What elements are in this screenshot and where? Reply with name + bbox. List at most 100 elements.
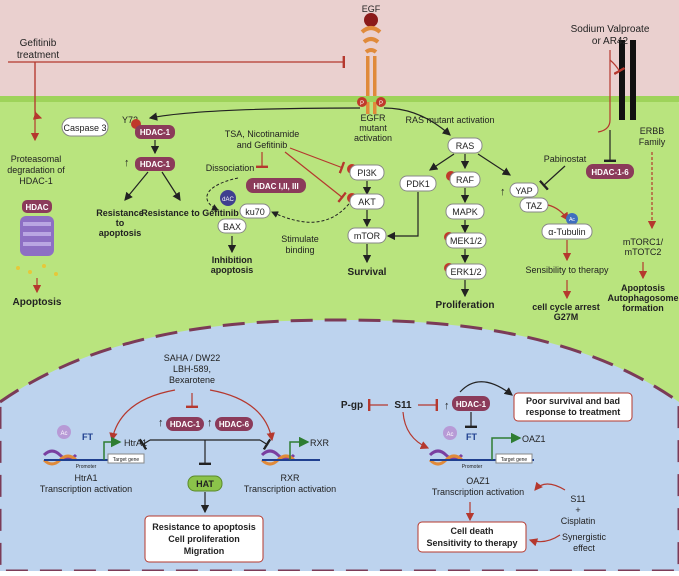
pdk1-box	[399, 175, 437, 192]
svg-text:HDAC: HDAC	[25, 203, 48, 212]
ft-label: FT	[82, 432, 93, 442]
target-gene-box	[107, 453, 145, 464]
svg-text:HDAC-1: HDAC-1	[140, 160, 171, 169]
sensibility-label: Sensibility to therapy	[525, 265, 609, 275]
svg-text:HDAC-1: HDAC-1	[456, 400, 487, 409]
svg-text:HAT: HAT	[196, 479, 214, 489]
svg-text:↑: ↑	[444, 400, 450, 412]
apoptosis-label: Apoptosis	[13, 297, 62, 308]
proliferation-label: Proliferation	[436, 300, 495, 311]
erbb-receptor-icon	[619, 40, 625, 120]
ku70-box	[239, 203, 271, 219]
poor-survival-box	[513, 392, 633, 422]
svg-text:Target gene: Target gene	[113, 457, 140, 463]
dac-icon	[220, 190, 236, 206]
svg-text:Ac: Ac	[569, 217, 575, 223]
svg-text:mTOR: mTOR	[354, 231, 381, 241]
y72-label: Y72	[122, 115, 138, 125]
htra1-label: HtrA1	[124, 438, 147, 448]
mtor-box	[347, 227, 387, 244]
svg-text:PDK1: PDK1	[406, 179, 430, 189]
outcome-box-left	[144, 515, 264, 563]
ras-box	[447, 137, 483, 154]
svg-text:dAC: dAC	[222, 197, 234, 203]
svg-text:ku70: ku70	[245, 207, 265, 217]
target-gene-box	[495, 453, 533, 464]
egfr-receptor-icon	[357, 13, 386, 114]
hdac6-badge	[215, 417, 253, 431]
hdac1-badge	[166, 417, 204, 431]
svg-text:ERK1/2: ERK1/2	[450, 267, 481, 277]
svg-text:HDAC I,II, III: HDAC I,II, III	[253, 182, 298, 191]
mapk-box	[445, 203, 485, 220]
svg-text:RAF: RAF	[456, 175, 475, 185]
svg-text:BAX: BAX	[223, 222, 241, 232]
resistance-gefitinib-label: Resistance to Gefitinib	[141, 208, 239, 218]
svg-text:RAS: RAS	[456, 141, 475, 151]
caspase3-label: Caspase 3	[63, 123, 106, 133]
hdac-badge	[22, 200, 52, 213]
raf-box	[449, 171, 481, 188]
phospho-label: P	[360, 101, 364, 107]
oaz1-label: OAZ1	[522, 434, 546, 444]
svg-text:HDAC-1-6: HDAC-1-6	[591, 168, 629, 177]
svg-text:Promoter: Promoter	[76, 464, 97, 470]
svg-text:MEK1/2: MEK1/2	[450, 236, 482, 246]
proteasome-icon	[16, 216, 58, 276]
cell-membrane	[0, 96, 679, 102]
svg-text:HDAC-1: HDAC-1	[140, 128, 171, 137]
svg-text:↑: ↑	[500, 186, 506, 198]
svg-text:Ac: Ac	[60, 431, 67, 437]
svg-text:MAPK: MAPK	[452, 207, 478, 217]
svg-text:TAZ: TAZ	[526, 201, 543, 211]
ft-label: FT	[466, 432, 477, 442]
svg-text:Target gene: Target gene	[501, 457, 528, 463]
svg-text:↑: ↑	[124, 157, 130, 169]
s11-cisplatin-label: S11+Cisplatin	[561, 494, 596, 526]
tubulin-box	[541, 223, 593, 240]
svg-text:PI3K: PI3K	[357, 168, 377, 178]
acetyl-icon	[566, 213, 578, 225]
svg-text:↑: ↑	[158, 417, 164, 429]
pgp-label: P-gp	[341, 400, 363, 411]
svg-text:Ac: Ac	[446, 432, 453, 438]
svg-text:HDAC-1: HDAC-1	[170, 420, 201, 429]
bax-box	[217, 218, 247, 234]
mtorc-label: mTORC1/mTOTC2	[623, 237, 664, 257]
hdac1-badge	[135, 125, 175, 139]
akt-box	[349, 193, 385, 210]
egf-label: EGF	[362, 4, 381, 14]
mek-box	[445, 232, 487, 249]
svg-text:HDAC-6: HDAC-6	[219, 420, 250, 429]
ras-mutant-label: RAS mutant activation	[405, 115, 494, 125]
caspase3-box	[61, 117, 109, 137]
hdac1-badge	[135, 157, 175, 171]
pi3k-box	[349, 164, 385, 181]
hat-badge	[187, 475, 223, 492]
pabinostat-label: Pabinostat	[544, 154, 587, 164]
hdac16-badge	[586, 164, 634, 179]
svg-text:↑: ↑	[207, 417, 213, 429]
nucleus	[0, 318, 679, 573]
s11-label: S11	[394, 400, 412, 411]
dissociation-label: Dissociation	[206, 163, 255, 173]
svg-text:α-Tubulin: α-Tubulin	[548, 227, 585, 237]
survival-label: Survival	[348, 267, 387, 278]
svg-text:YAP: YAP	[515, 186, 532, 196]
